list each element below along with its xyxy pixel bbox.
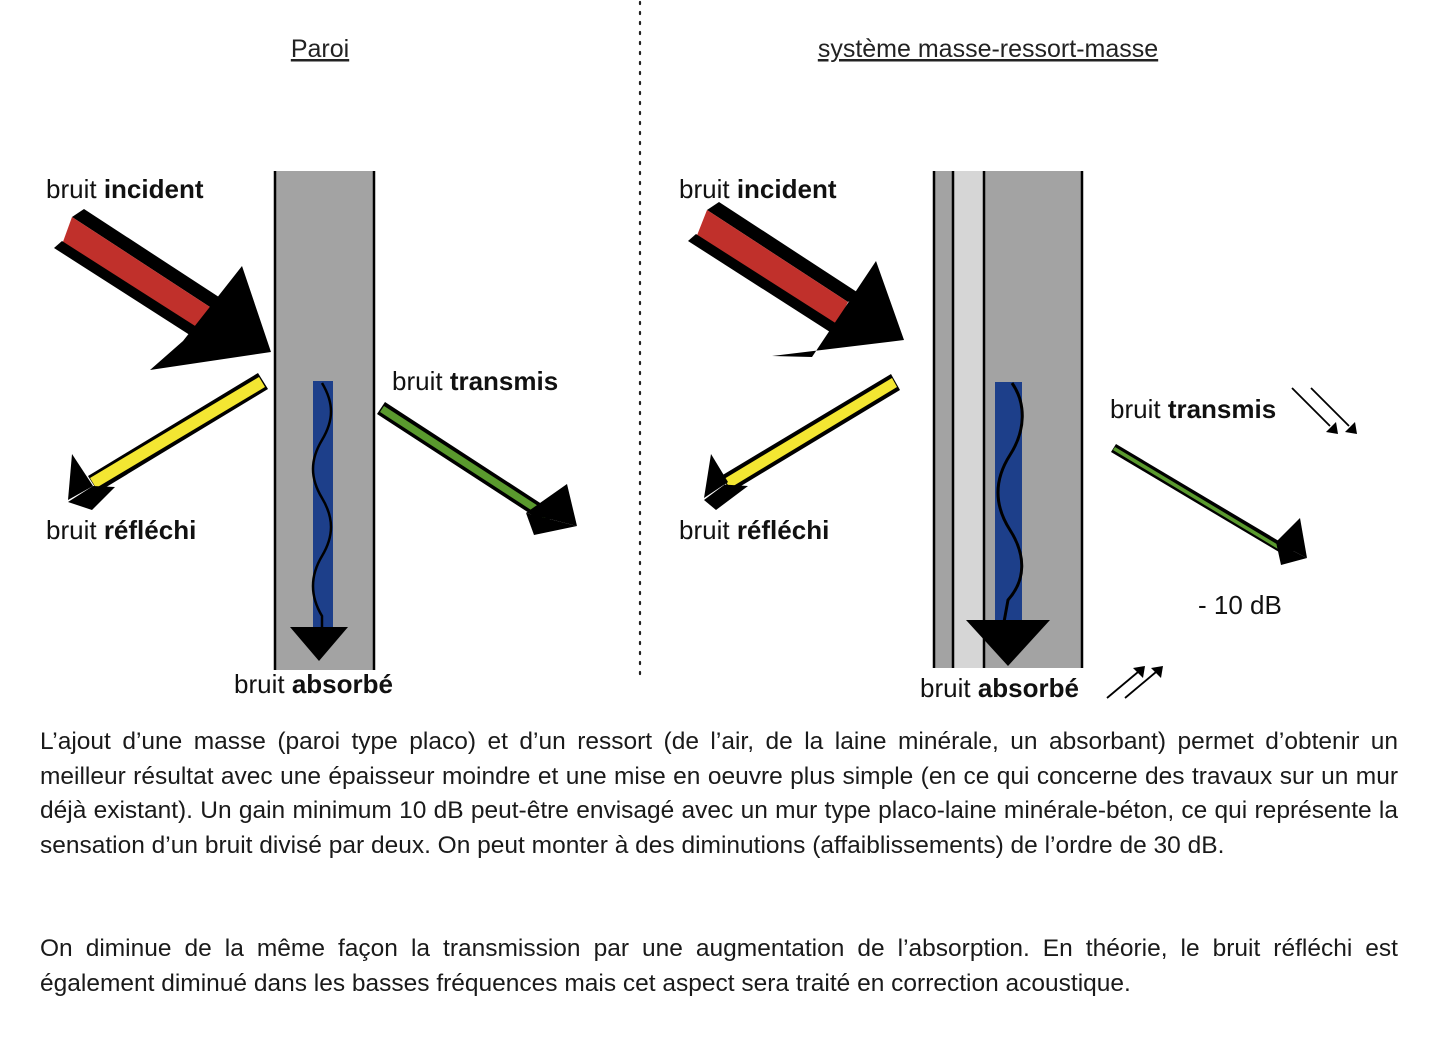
label-incident: bruit incident — [46, 174, 204, 204]
absorbed-arrowhead — [290, 627, 348, 661]
label-absorbed: bruit absorbé — [234, 669, 393, 699]
transmitted-arrow — [1111, 444, 1307, 565]
reflected-arrow — [68, 373, 268, 510]
paragraph-mass-spring: L’ajout d’une masse (paroi type placo) e… — [40, 728, 1398, 859]
left-panel: bruit incident bruit réfléchi bruit tran… — [46, 171, 577, 699]
title-mass-spring-mass: système masse-ressort-masse — [818, 35, 1158, 63]
label-incident: bruit incident — [679, 174, 837, 204]
air-gap-layer — [953, 171, 984, 668]
label-reduction-10db: - 10 dB — [1198, 590, 1282, 620]
absorbed-band — [313, 381, 333, 631]
reflected-arrow — [704, 374, 900, 510]
label-transmitted: bruit transmis — [1110, 394, 1276, 424]
plasterboard-layer — [934, 171, 953, 668]
decrease-arrows-icon — [1291, 387, 1357, 434]
acoustic-diagram: Paroi système masse-ressort-masse — [46, 0, 1357, 703]
incident-arrow — [688, 202, 904, 357]
title-wall: Paroi — [291, 35, 349, 63]
label-absorbed: bruit absorbé — [920, 673, 1079, 703]
absorbed-wave — [311, 382, 333, 630]
incident-arrow — [54, 209, 271, 370]
right-panel: bruit incident bruit réfléchi bruit tran… — [679, 171, 1357, 703]
absorbed-wave — [996, 382, 1024, 623]
transmitted-arrow — [377, 402, 577, 535]
label-reflected: bruit réfléchi — [46, 515, 196, 545]
label-reflected: bruit réfléchi — [679, 515, 829, 545]
label-transmitted: bruit transmis — [392, 366, 558, 396]
absorbed-arrowhead — [966, 620, 1050, 666]
increase-arrows-icon — [1106, 666, 1163, 699]
paragraph-absorption: On diminue de la même façon la transmiss… — [40, 935, 1398, 997]
